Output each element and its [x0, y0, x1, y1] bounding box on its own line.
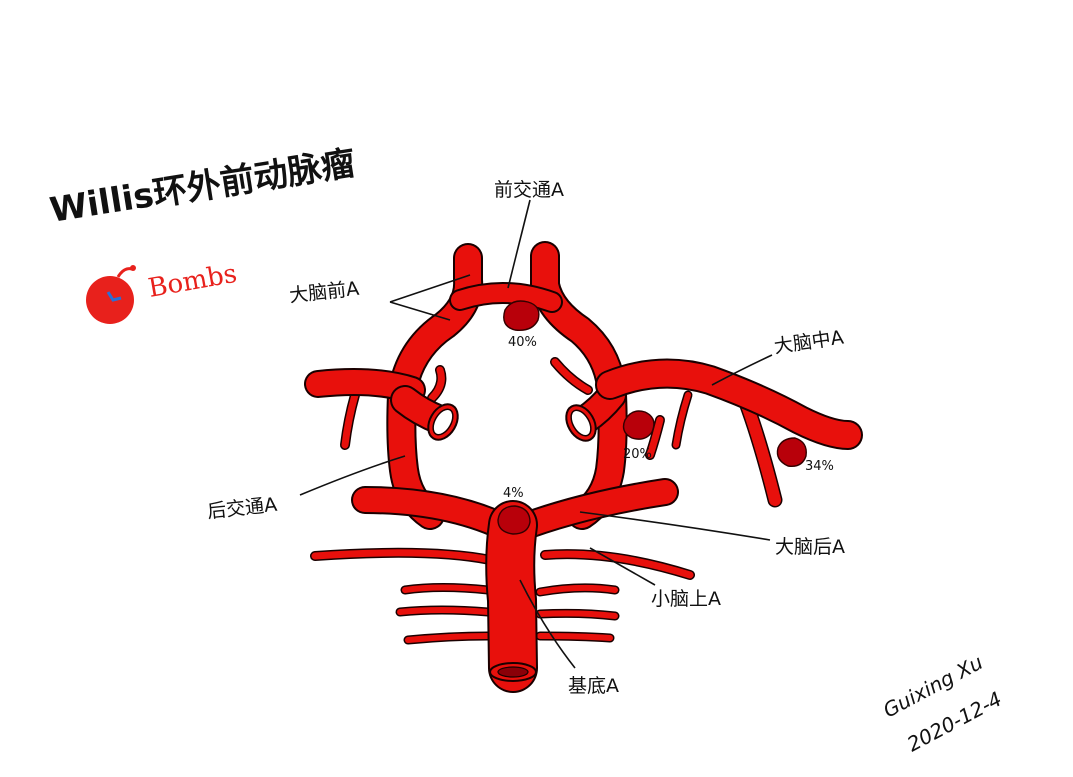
vessel-network	[304, 241, 863, 693]
pca-label: 大脑后A	[775, 536, 845, 558]
diagram-title: Willis环外前动脉瘤	[47, 143, 358, 231]
pcom-label: 后交通A	[206, 494, 278, 523]
mca-label: 大脑中A	[773, 326, 845, 358]
basilar-pct: 4%	[503, 486, 524, 501]
aneurysms	[497, 300, 807, 535]
ica-aneurysm	[622, 410, 655, 440]
basilar-label: 基底A	[568, 675, 619, 697]
acom-pct: 40%	[508, 335, 537, 350]
bombs-text: Bombs	[146, 259, 239, 304]
mca-aneurysm	[776, 437, 807, 467]
basilar-aneurysm	[497, 505, 531, 535]
leader-lines	[299, 199, 773, 669]
labels: 前交通A 大脑前A 大脑中A 后交通A 大脑后A 小脑上A 基底A 40% 20…	[206, 179, 845, 697]
acom-aneurysm	[503, 300, 540, 331]
mca-pct: 34%	[805, 459, 834, 474]
aca-label: 大脑前A	[288, 278, 360, 307]
ica-pct: 20%	[623, 447, 652, 462]
acom-label: 前交通A	[494, 179, 564, 201]
vessel-cross-sections	[427, 403, 597, 682]
bomb-icon	[86, 265, 136, 324]
signature: Guixing Xu 2020-12-4	[879, 650, 1006, 756]
bombs-logo: Bombs	[86, 259, 239, 324]
sca-label: 小脑上A	[651, 588, 721, 610]
pontine-branches	[310, 547, 695, 645]
